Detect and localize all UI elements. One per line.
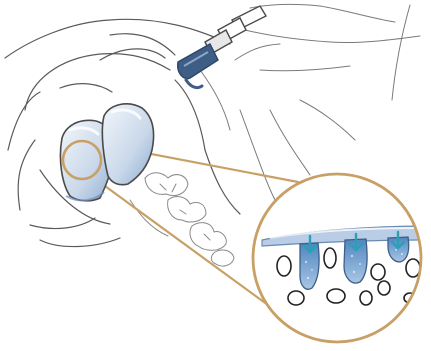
magnified-detail [253, 174, 430, 342]
tooth-right [102, 104, 153, 185]
lower-teeth-sketch [130, 173, 234, 266]
syringe-tip-icon [178, 6, 266, 88]
